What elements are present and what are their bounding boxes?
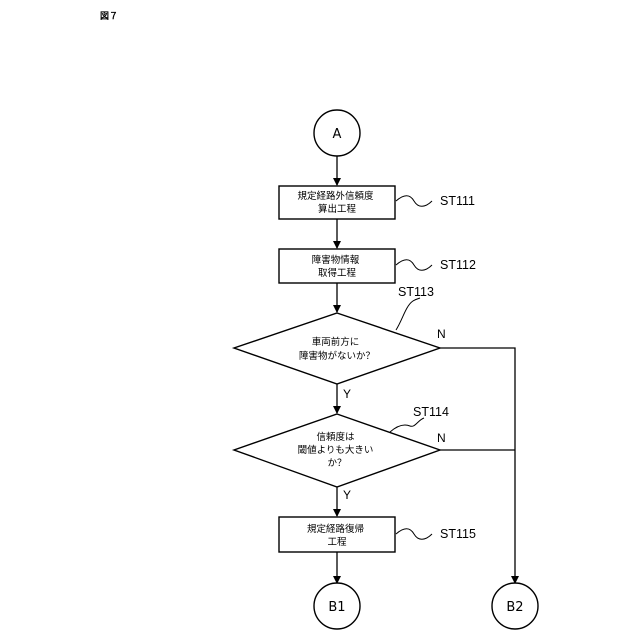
leader-line-st112 bbox=[396, 260, 432, 271]
step-label-st113: ST113 bbox=[398, 285, 434, 299]
connector-b2: B2 bbox=[492, 583, 538, 629]
flow-arrow-st113-no bbox=[440, 348, 515, 583]
process-box-st115: 規定経路復帰 工程 bbox=[279, 517, 395, 552]
step-label-st111: ST111 bbox=[440, 194, 475, 208]
connector-b1-label: B1 bbox=[328, 600, 345, 615]
branch-label-st114-yes: Y bbox=[343, 488, 351, 502]
decision-diamond-st113: 車両前方に 障害物がないか？ bbox=[234, 313, 440, 384]
branch-label-st113-no: N bbox=[437, 327, 446, 341]
step-label-st115: ST115 bbox=[440, 527, 476, 541]
connector-b1: B1 bbox=[314, 583, 360, 629]
leader-line-st113 bbox=[396, 298, 420, 330]
process-box-st112: 障害物情報 取得工程 bbox=[279, 249, 395, 283]
step-label-st114: ST114 bbox=[413, 405, 449, 419]
connector-a: A bbox=[314, 110, 360, 156]
step-label-st112: ST112 bbox=[440, 258, 476, 272]
leader-line-st115 bbox=[396, 529, 432, 540]
branch-label-st114-no: N bbox=[437, 431, 446, 445]
leader-line-st111 bbox=[396, 196, 432, 207]
connector-a-label: A bbox=[333, 127, 342, 142]
branch-label-st113-yes: Y bbox=[343, 387, 351, 401]
decision-diamond-st114: 信頼度は 閾値よりも大きい か？ bbox=[234, 414, 440, 487]
leader-line-st114 bbox=[390, 418, 424, 432]
connector-b2-label: B2 bbox=[506, 600, 523, 615]
process-box-st111: 規定経路外信頼度 算出工程 bbox=[279, 186, 395, 219]
